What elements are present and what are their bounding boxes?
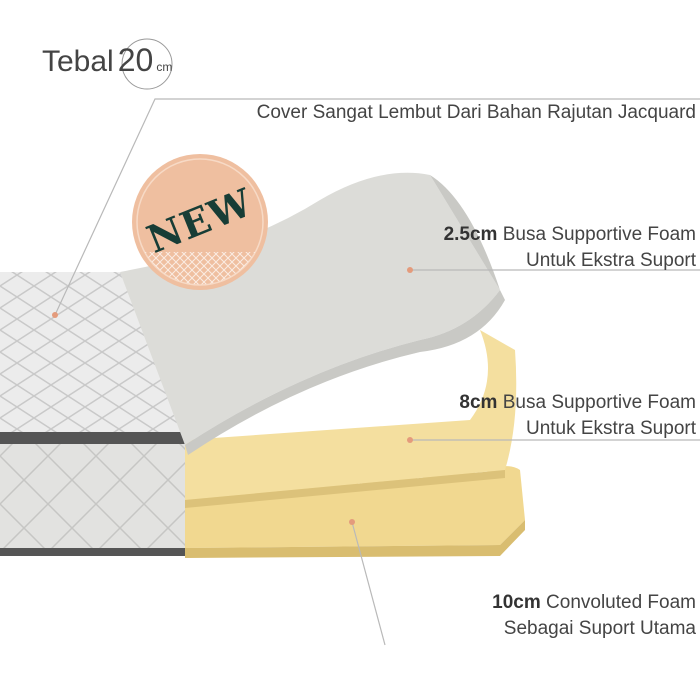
thickness-unit: cm bbox=[156, 60, 173, 74]
layer-desc: Busa Supportive Foam bbox=[502, 392, 696, 413]
cover-label: Cover Sangat Lembut Dari Bahan Rajutan J… bbox=[256, 102, 696, 123]
layer-size: 2.5cm bbox=[443, 224, 498, 245]
grey-foam-layer bbox=[120, 172, 505, 455]
thickness-value: 20 bbox=[117, 42, 154, 78]
layer-desc: Convoluted Foam bbox=[546, 592, 696, 613]
layer-desc: Busa Supportive Foam bbox=[502, 224, 696, 245]
layer-desc-2: Untuk Ekstra Suport bbox=[525, 418, 696, 439]
layer-10cm-label: 10cm Convoluted Foam Sebagai Suport Utam… bbox=[492, 590, 696, 642]
layer-desc-2: Untuk Ekstra Suport bbox=[525, 250, 696, 271]
new-badge bbox=[132, 154, 268, 290]
layer-desc-2: Sebagai Suport Utama bbox=[503, 618, 696, 639]
layer-size: 8cm bbox=[459, 392, 498, 413]
leader-lines bbox=[54, 98, 700, 646]
yellow-foam-layer bbox=[185, 330, 517, 508]
mattress-cover bbox=[0, 272, 185, 556]
thickness-circle bbox=[121, 38, 173, 90]
layer-size: 10cm bbox=[492, 592, 541, 613]
layer-2-5cm-label: 2.5cm Busa Supportive Foam Untuk Ekstra … bbox=[444, 222, 696, 274]
layer-8cm-label: 8cm Busa Supportive Foam Untuk Ekstra Su… bbox=[459, 390, 696, 442]
leader-dots bbox=[52, 267, 413, 525]
title-word: Tebal bbox=[42, 45, 114, 78]
